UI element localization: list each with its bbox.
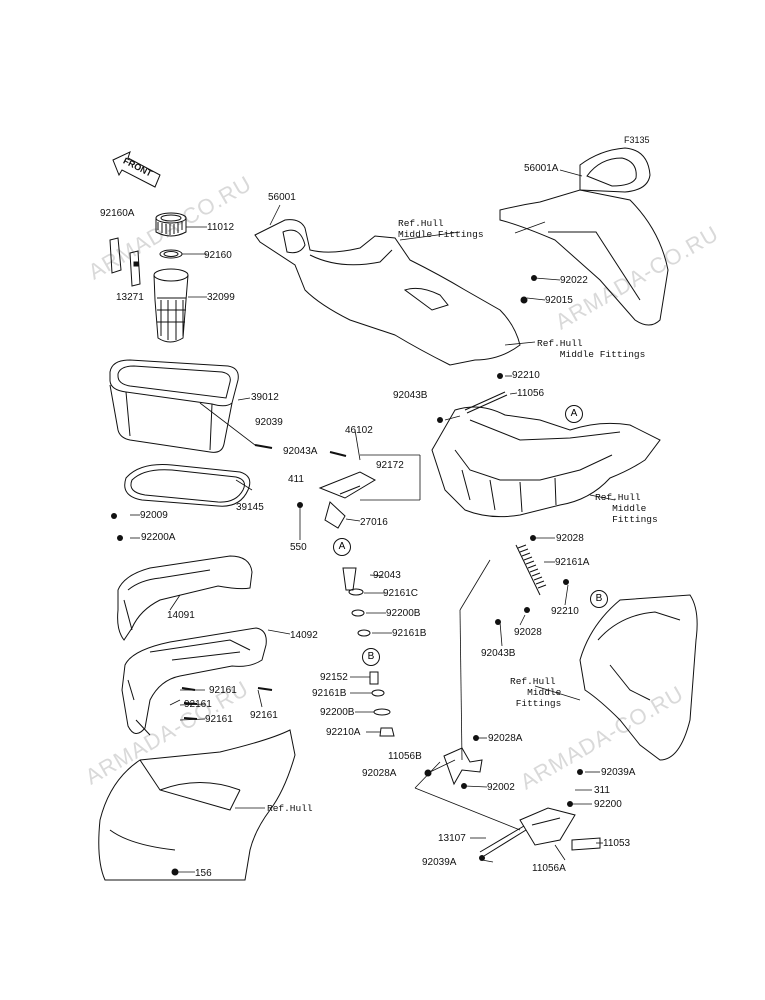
callout-a: A: [565, 405, 583, 423]
deck-panel-56001: [255, 220, 520, 365]
callout-b: B: [362, 648, 380, 666]
part-label: 39145: [236, 502, 264, 513]
lower-panel-right: [580, 595, 697, 760]
part-label: 11056B: [388, 751, 422, 762]
part-label: 32099: [207, 292, 235, 303]
panel-14092: [122, 628, 266, 735]
part-label: 92039: [255, 417, 283, 428]
part-label: 92161: [205, 714, 233, 725]
part-label: 92200B: [386, 608, 421, 619]
panel-14091: [118, 556, 252, 640]
part-label: 92161: [184, 699, 212, 710]
part-label: 92200A: [141, 532, 176, 543]
ref-note: Ref.Hull Middle Fittings: [595, 492, 658, 525]
part-label: 92161: [209, 685, 237, 696]
part-label: 92161C: [383, 588, 419, 599]
part-label: 92200B: [320, 707, 355, 718]
part-label: 11053: [603, 838, 631, 849]
part-label: 27016: [360, 517, 388, 528]
part-label: 92028: [514, 627, 542, 638]
part-label: 550: [290, 542, 307, 553]
part-label: 92043: [373, 570, 401, 581]
ref-note: Ref.Hull Middle Fittings: [537, 338, 646, 360]
part-label: 39012: [251, 392, 279, 403]
fitting-frame: [432, 407, 660, 517]
part-label: 92160A: [100, 208, 135, 219]
part-label: 92161: [250, 710, 278, 721]
part-label: 311: [594, 785, 610, 796]
part-label: 92043A: [283, 446, 318, 457]
ref-note: Ref.Hull: [267, 803, 313, 814]
deck-panel-56001A: [500, 148, 668, 325]
part-label: 92022: [560, 275, 588, 286]
ref-note: Ref.Hull Middle Fittings: [398, 218, 484, 240]
bracket-11056B: [444, 748, 482, 784]
part-label: 92039A: [422, 857, 457, 868]
part-label: 46102: [345, 425, 373, 436]
filler-cap-11012: [156, 213, 186, 236]
part-label: 11056A: [532, 863, 566, 874]
part-label: 92028: [556, 533, 584, 544]
part-label: 11056: [517, 388, 545, 399]
part-label: 92210: [512, 370, 540, 381]
filler-neck-32099: [154, 269, 188, 342]
part-label: 92161A: [555, 557, 590, 568]
part-label: 11012: [207, 222, 235, 233]
front-arrow-icon: [113, 152, 160, 187]
figure-code: F3135: [624, 135, 650, 145]
pins: [182, 445, 346, 719]
latch-46102: [320, 472, 375, 528]
part-label: 92210A: [326, 727, 361, 738]
rod-11056: [465, 392, 505, 410]
callout-b: B: [590, 590, 608, 608]
hull-shell: [99, 730, 295, 880]
part-label: 92161B: [312, 688, 347, 699]
fasteners: [111, 275, 583, 876]
part-label: 92200: [594, 799, 622, 810]
part-label: 56001: [268, 192, 296, 203]
part-label: 92161B: [392, 628, 427, 639]
callout-a: A: [333, 538, 351, 556]
part-label: 92172: [376, 460, 404, 471]
part-label: 92009: [140, 510, 168, 521]
part-label: 92002: [487, 782, 515, 793]
part-label: 92152: [320, 672, 348, 683]
ref-note: Ref.Hull Middle Fittings: [510, 676, 562, 709]
part-label: 14092: [290, 630, 318, 641]
gasket-39145: [125, 465, 250, 507]
part-label: 92028A: [488, 733, 523, 744]
part-label: 56001A: [524, 163, 559, 174]
part-label: 411: [288, 474, 304, 485]
latch-11056A: [480, 808, 600, 856]
spring-92161A: [516, 545, 546, 595]
part-label: 92043B: [393, 390, 428, 401]
band-13271: [110, 238, 140, 286]
part-label: 92160: [204, 250, 232, 261]
part-label: 92043B: [481, 648, 516, 659]
part-label: 14091: [167, 610, 195, 621]
part-label: 13271: [116, 292, 144, 303]
part-label: 92028A: [362, 768, 397, 779]
part-label: 92210: [551, 606, 579, 617]
center-hardware: [343, 568, 394, 736]
part-label: 92015: [545, 295, 573, 306]
part-label: 13107: [438, 833, 466, 844]
part-label: 92039A: [601, 767, 636, 778]
storage-bin-39012: [110, 360, 238, 452]
part-label: 156: [195, 868, 212, 879]
